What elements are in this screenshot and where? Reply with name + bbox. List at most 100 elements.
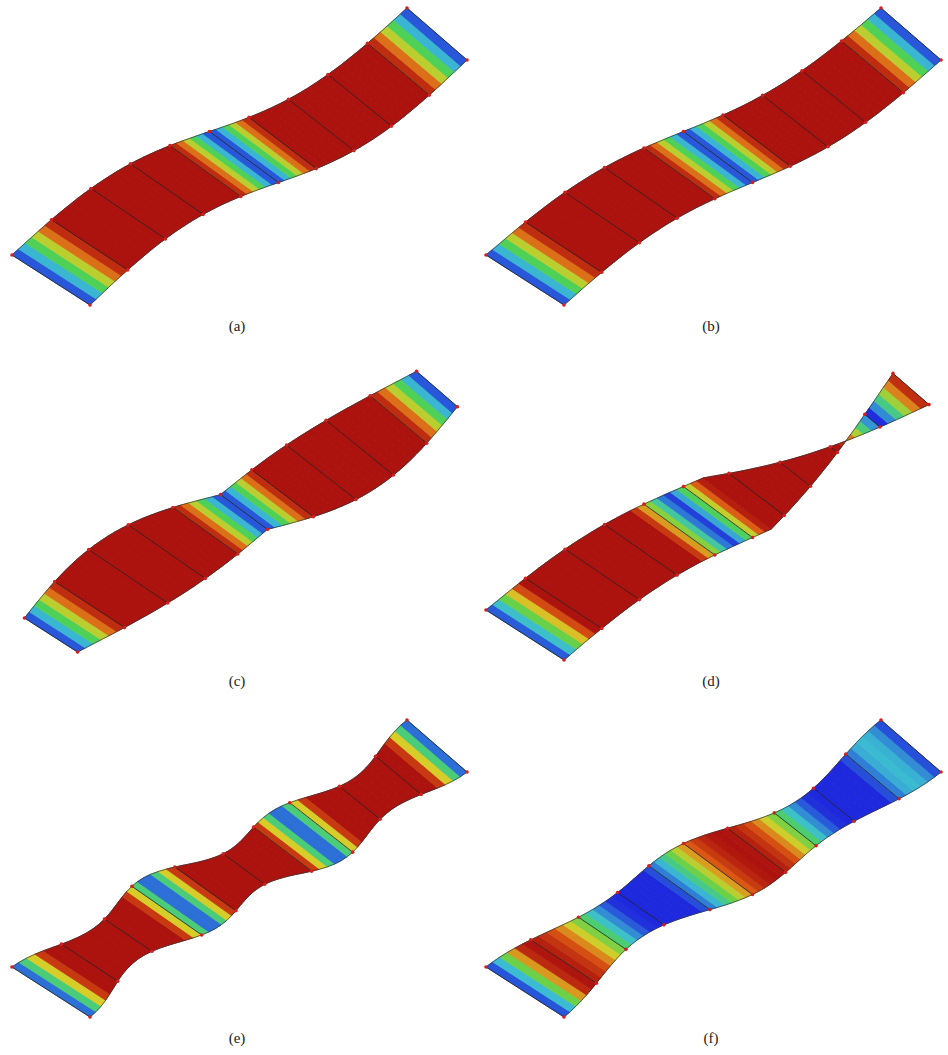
- mesh-node: [784, 871, 788, 875]
- strip-edge: [12, 8, 407, 255]
- mesh-node: [103, 917, 107, 921]
- mesh-node: [751, 181, 755, 185]
- mesh-node: [201, 213, 205, 217]
- mesh-node: [939, 58, 943, 62]
- mesh-node: [563, 190, 567, 194]
- mesh-node: [354, 498, 358, 502]
- mesh-node: [788, 164, 792, 168]
- mesh-node: [76, 650, 80, 654]
- element-line: [340, 786, 381, 819]
- mesh-node: [366, 41, 370, 45]
- mesh-node: [863, 413, 867, 417]
- element-line: [865, 414, 880, 427]
- element-line: [684, 487, 753, 538]
- mesh-node: [826, 145, 830, 149]
- element-line: [210, 132, 279, 183]
- mesh-node: [675, 216, 679, 220]
- mesh-node: [247, 116, 251, 120]
- mesh-node: [405, 718, 409, 722]
- mesh-node: [10, 253, 14, 257]
- mesh-node: [150, 949, 154, 953]
- mesh-node: [285, 443, 289, 447]
- element-line: [175, 867, 236, 911]
- mesh-node: [219, 493, 223, 497]
- mesh-node: [484, 253, 488, 257]
- mesh-node: [250, 468, 254, 472]
- mesh-node: [252, 825, 256, 829]
- mesh-node: [368, 394, 372, 398]
- strip-edge: [486, 720, 881, 967]
- strip-edge: [486, 405, 929, 610]
- mesh-node: [222, 852, 226, 856]
- element-line: [12, 255, 90, 305]
- element-line: [89, 550, 168, 603]
- element-line: [104, 919, 151, 951]
- mesh-node: [782, 514, 786, 518]
- mesh-node: [89, 187, 93, 191]
- mesh-node: [287, 97, 291, 101]
- strip-mode-shape: [10, 718, 469, 1019]
- strip-edge: [25, 371, 417, 618]
- mesh-node: [524, 576, 528, 580]
- mesh-node: [419, 793, 423, 797]
- element-line: [893, 373, 929, 404]
- mesh-node: [800, 69, 804, 73]
- element-line: [605, 168, 678, 219]
- contour-band: [394, 14, 461, 72]
- panel-label: (c): [229, 673, 246, 690]
- mesh-node: [727, 472, 731, 476]
- mesh-node: [751, 536, 755, 540]
- element-line: [52, 220, 128, 270]
- element-line: [12, 967, 90, 1017]
- mesh-node: [171, 506, 175, 510]
- mesh-node: [563, 547, 567, 551]
- mesh-node: [638, 598, 642, 602]
- mesh-node: [840, 39, 844, 43]
- mesh-node: [405, 6, 409, 10]
- mesh-node: [166, 601, 170, 605]
- element-line: [723, 115, 790, 166]
- mesh-node: [415, 370, 419, 374]
- mesh-node: [828, 445, 832, 449]
- mesh-node: [312, 515, 316, 519]
- mesh-node: [378, 817, 382, 821]
- element-line: [407, 720, 467, 772]
- element-line: [91, 188, 165, 238]
- mesh-node: [761, 94, 765, 98]
- mesh-node: [879, 718, 883, 722]
- mesh-node: [778, 460, 782, 464]
- mesh-node: [484, 608, 488, 612]
- mesh-node: [203, 577, 207, 581]
- element-line: [326, 420, 393, 475]
- element-line: [254, 827, 312, 871]
- mesh-node: [288, 801, 292, 805]
- element-line: [170, 146, 241, 197]
- element-line: [173, 507, 238, 553]
- element-line: [328, 75, 392, 127]
- contour-band: [409, 371, 458, 413]
- element-line: [486, 967, 564, 1017]
- mesh-node: [682, 485, 686, 489]
- element-line: [368, 43, 430, 95]
- mesh-node: [127, 523, 131, 527]
- mesh-node: [23, 616, 27, 620]
- mesh-node: [351, 850, 355, 854]
- mesh-node: [600, 627, 604, 631]
- mesh-node: [324, 419, 328, 423]
- contour-band: [868, 725, 934, 782]
- mesh-node: [88, 1015, 92, 1019]
- contour-band: [874, 8, 941, 66]
- mesh-node: [891, 372, 895, 376]
- element-line: [881, 720, 941, 772]
- strip-edge: [564, 772, 941, 1017]
- mesh-node: [164, 237, 168, 241]
- element-line: [774, 813, 816, 846]
- element-line: [526, 578, 602, 628]
- element-line: [780, 462, 811, 486]
- mesh-node: [897, 797, 901, 801]
- element-line: [417, 371, 458, 406]
- mesh-node: [200, 933, 204, 937]
- mesh-node: [562, 1015, 566, 1019]
- mesh-node: [878, 425, 882, 429]
- strip-edge: [78, 407, 458, 652]
